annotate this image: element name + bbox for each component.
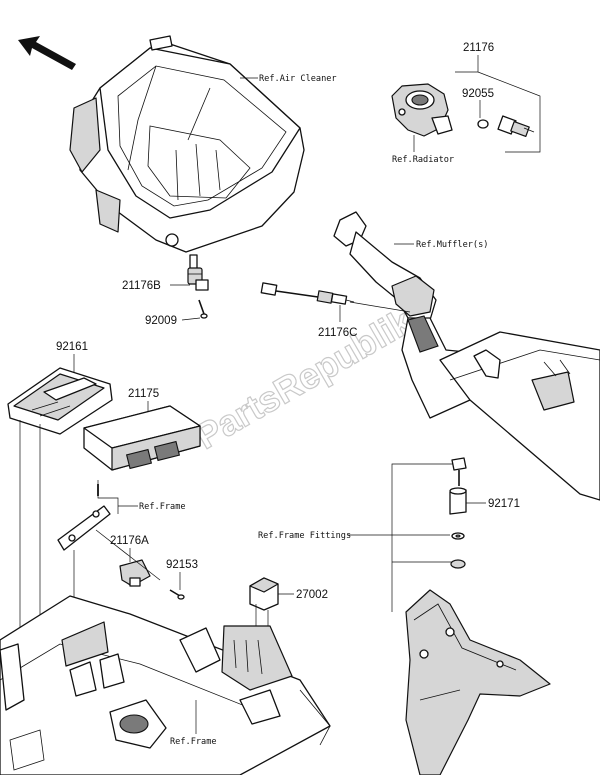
sensor-bracket [57,505,111,551]
temperature-sensor-21176 [497,115,535,138]
washer [451,532,465,540]
part-number-27002: 27002 [296,589,328,601]
part-number-92009: 92009 [145,315,177,327]
bolt-92153 [169,589,185,600]
muffler [333,211,600,501]
ref-radiator-label: Ref.Radiator [392,155,454,165]
watermark: PartsRepublik [189,300,420,457]
ecu-21175 [83,405,201,471]
relay-27002 [249,577,279,611]
part-number-21176a: 21176A [110,535,149,547]
collar-92171 [449,487,467,515]
part-number-92153: 92153 [166,559,198,571]
ref-air-cleaner-label: Ref.Air Cleaner [259,74,337,84]
side-cover [405,589,551,775]
radiator-housing [391,83,453,137]
frame-lower [0,595,331,775]
bolt-upper [451,457,467,486]
grommet [450,559,466,569]
arrow-up-left-icon [18,36,76,70]
ref-frame-fittings-label: Ref.Frame Fittings [258,531,351,541]
part-number-21176c: 21176C [318,327,357,339]
sensor-21176b [187,254,209,291]
ref-frame-top-label: Ref.Frame [139,502,186,512]
part-number-92055: 92055 [462,88,494,100]
part-number-92161: 92161 [56,341,88,353]
part-number-21176b: 21176B [122,280,161,292]
part-number-92171: 92171 [488,498,520,510]
oxygen-sensor-21176c [260,282,355,305]
sensor-21176a [119,559,151,587]
bracket-92161 [7,367,113,435]
gasket-92055 [477,119,489,129]
ref-muffler-label: Ref.Muffler(s) [416,240,488,250]
ref-frame-bottom-label: Ref.Frame [170,737,217,747]
screw-92009 [198,299,208,319]
part-number-21175: 21175 [128,388,159,400]
air-cleaner-box [69,35,305,253]
part-number-21176: 21176 [463,42,494,54]
